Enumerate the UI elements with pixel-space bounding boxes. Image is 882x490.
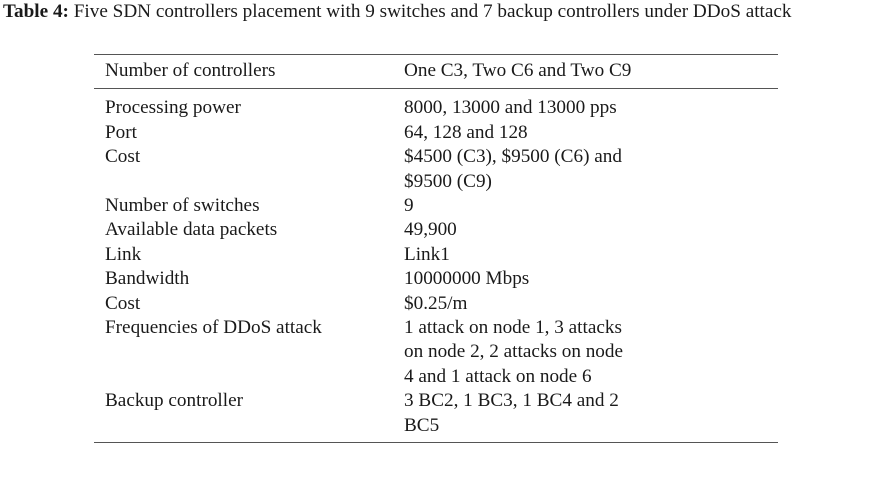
table-row: Cost $4500 (C3), $9500 (C6) and $9500 (C… xyxy=(94,145,778,194)
table-row: Link Link1 xyxy=(94,243,778,267)
row-key-cell: Bandwidth xyxy=(105,268,190,290)
table-row: Port 64, 128 and 128 xyxy=(94,121,778,145)
row-value-text: 10000000 Mbps xyxy=(404,268,530,290)
row-key-cell: Frequencies of DDoS attack xyxy=(105,317,322,339)
table-row: Processing power 8000, 13000 and 13000 p… xyxy=(94,89,778,120)
row-value-text: 9 xyxy=(404,195,414,217)
row-value-cell: 10000000 Mbps xyxy=(404,267,778,291)
row-key-cell: Cost xyxy=(105,292,141,314)
row-value-cell: 49,900 xyxy=(404,218,778,242)
row-key-cell: Available data packets xyxy=(105,219,278,241)
table-row: Frequencies of DDoS attack 1 attack on n… xyxy=(94,316,778,389)
table-body: Processing power 8000, 13000 and 13000 p… xyxy=(94,89,778,442)
row-value-cell: 9 xyxy=(404,194,778,218)
row-key-cell: Backup controller xyxy=(105,390,243,412)
table-caption: Table 4: Five SDN controllers placement … xyxy=(3,1,879,24)
row-value-cell: 3 BC2, 1 BC3, 1 BC4 and 2 BC5 xyxy=(404,389,778,442)
row-value-cell: 64, 128 and 128 xyxy=(404,121,778,145)
table-header-row: Number of controllers One C3, Two C6 and… xyxy=(94,55,778,88)
row-key-cell: Number of switches xyxy=(105,195,260,217)
table-row: Number of switches 9 xyxy=(94,194,778,218)
row-key-cell: Link xyxy=(105,243,142,265)
table-bottom-rule xyxy=(94,442,778,444)
row-value-text: 3 BC2, 1 BC3, 1 BC4 and 2 BC5 xyxy=(404,390,619,436)
row-value-text: 1 attack on node 1, 3 attacks on node 2,… xyxy=(404,317,624,387)
table-label: Table 4: xyxy=(3,1,69,22)
table-row: Cost $0.25/m xyxy=(94,292,778,316)
row-key-cell: Cost xyxy=(105,146,141,168)
table-caption-text: Five SDN controllers placement with 9 sw… xyxy=(73,1,792,22)
row-value-text: 8000, 13000 and 13000 pps xyxy=(404,97,617,119)
row-value-text: 49,900 xyxy=(404,219,457,241)
header-value-cell: One C3, Two C6 and Two C9 xyxy=(404,60,632,81)
table-row: Backup controller 3 BC2, 1 BC3, 1 BC4 an… xyxy=(94,389,778,442)
row-key-cell: Processing power xyxy=(105,97,241,119)
table-row: Bandwidth 10000000 Mbps xyxy=(94,267,778,291)
row-value-text: 64, 128 and 128 xyxy=(404,121,528,143)
row-value-cell: 1 attack on node 1, 3 attacks on node 2,… xyxy=(404,316,778,389)
row-key-cell: Port xyxy=(105,121,137,143)
data-table: Number of controllers One C3, Two C6 and… xyxy=(94,54,778,444)
row-value-text: $0.25/m xyxy=(404,292,468,314)
row-value-cell: Link1 xyxy=(404,243,778,267)
table-header: Number of controllers One C3, Two C6 and… xyxy=(94,55,778,88)
table-header-rule xyxy=(94,88,778,90)
table-top-rule xyxy=(94,54,778,55)
row-value-text: $4500 (C3), $9500 (C6) and $9500 (C9) xyxy=(404,146,622,192)
row-value-cell: $0.25/m xyxy=(404,292,778,316)
header-key-cell: Number of controllers xyxy=(105,60,276,81)
row-value-cell: 8000, 13000 and 13000 pps xyxy=(404,89,778,120)
row-value-cell: $4500 (C3), $9500 (C6) and $9500 (C9) xyxy=(404,145,778,194)
table-row: Available data packets 49,900 xyxy=(94,218,778,242)
row-value-text: Link1 xyxy=(404,243,450,265)
